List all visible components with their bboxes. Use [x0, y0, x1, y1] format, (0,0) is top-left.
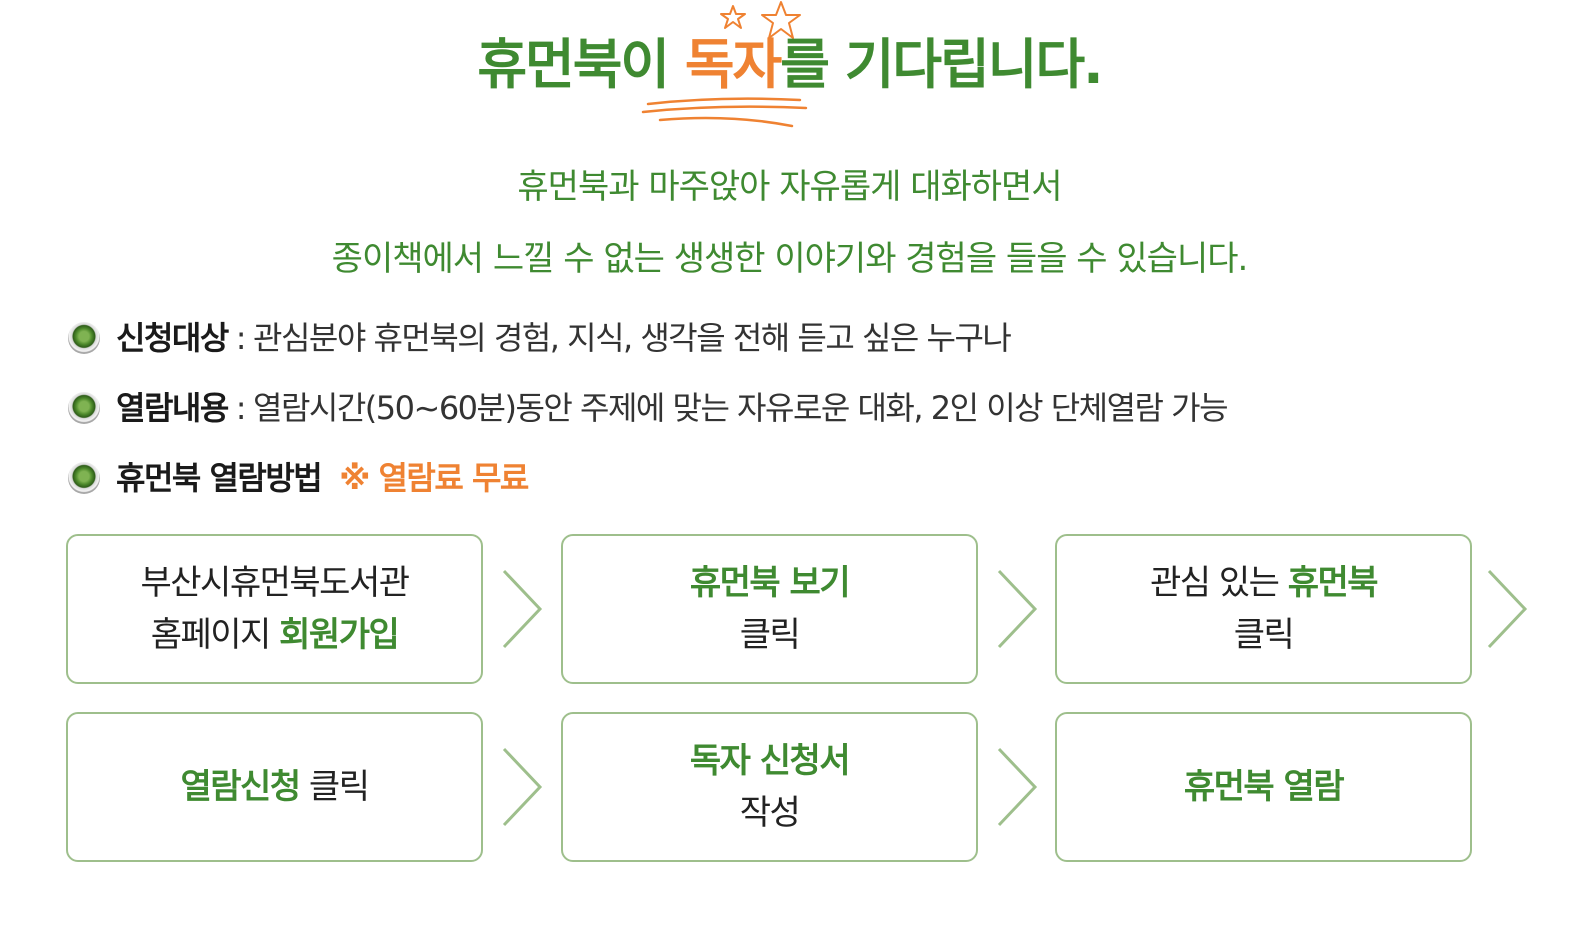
step-2-line1: 휴먼북 보기 [689, 563, 851, 603]
step-1-box: 부산시휴먼북도서관 홈페이지 회원가입 [66, 534, 483, 684]
step-3-line1-highlight: 휴먼북 [1287, 563, 1379, 603]
step-4-line1-highlight: 열람신청 [180, 767, 302, 807]
info-content-text: 열람시간(50~60분)동안 주제에 맞는 자유로운 대화, 2인 이상 단체열… [253, 389, 1229, 427]
step-6-line1: 휴먼북 열람 [1183, 767, 1345, 807]
step-6-box: 휴먼북 열람 [1055, 712, 1472, 862]
chevron-right-icon [502, 569, 543, 649]
title-part2: 를 기다립니다. [780, 33, 1103, 96]
step-3-line2: 클릭 [1233, 615, 1295, 655]
info-content-separator: : [235, 389, 247, 427]
step-5-line1: 독자 신청서 [689, 741, 851, 781]
step-1-line1: 부산시휴먼북도서관 [140, 563, 410, 603]
free-note: ※ 열람료 무료 [339, 459, 529, 497]
step-1-line2-normal: 홈페이지 [150, 615, 280, 655]
intro-line2: 종이책에서 느낄 수 없는 생생한 이야기와 경험을 들을 수 있습니다. [331, 239, 1249, 279]
info-target-row: 신청대상 : 관심분야 휴먼북의 경험, 지식, 생각을 전해 듣고 싶은 누구… [68, 319, 1012, 357]
info-target-text: 관심분야 휴먼북의 경험, 지식, 생각을 전해 듣고 싶은 누구나 [253, 319, 1012, 357]
step-5-line2: 작성 [739, 793, 801, 833]
info-method-row: 휴먼북 열람방법 ※ 열람료 무료 [68, 459, 529, 497]
step-2-box: 휴먼북 보기 클릭 [561, 534, 978, 684]
chevron-right-icon [997, 569, 1038, 649]
bullet-icon [68, 392, 100, 424]
info-content-label: 열람내용 [116, 389, 229, 427]
info-target-label: 신청대상 [116, 319, 229, 357]
chevron-right-icon [1487, 569, 1528, 649]
step-5-box: 독자 신청서 작성 [561, 712, 978, 862]
step-2-line2: 클릭 [739, 615, 801, 655]
step-4-box: 열람신청 클릭 [66, 712, 483, 862]
info-target-separator: : [235, 319, 247, 357]
step-1-line2: 홈페이지 회원가입 [150, 609, 400, 661]
chevron-right-icon [997, 747, 1038, 827]
page-title: 휴먼북이 독자를 기다립니다. [0, 38, 1579, 92]
bullet-icon [68, 322, 100, 354]
step-3-box: 관심 있는 휴먼북 클릭 [1055, 534, 1472, 684]
title-highlight: 독자 [684, 33, 782, 96]
chevron-right-icon [502, 747, 543, 827]
step-3-line1-normal: 관심 있는 [1149, 563, 1288, 603]
intro-line1: 휴먼북과 마주앉아 자유롭게 대화하면서 [517, 167, 1062, 207]
step-4-line1-normal: 클릭 [299, 767, 370, 807]
step-3-line1: 관심 있는 휴먼북 [1149, 557, 1379, 609]
step-1-line2-highlight: 회원가입 [279, 615, 400, 655]
step-4-line1: 열람신청 클릭 [180, 761, 370, 813]
title-part1: 휴먼북이 [477, 33, 685, 96]
swoosh-underline [641, 97, 808, 128]
info-content-row: 열람내용 : 열람시간(50~60분)동안 주제에 맞는 자유로운 대화, 2인… [68, 389, 1229, 427]
info-method-label: 휴먼북 열람방법 [116, 459, 323, 497]
star-small-icon [720, 5, 746, 29]
bullet-icon [68, 462, 100, 494]
